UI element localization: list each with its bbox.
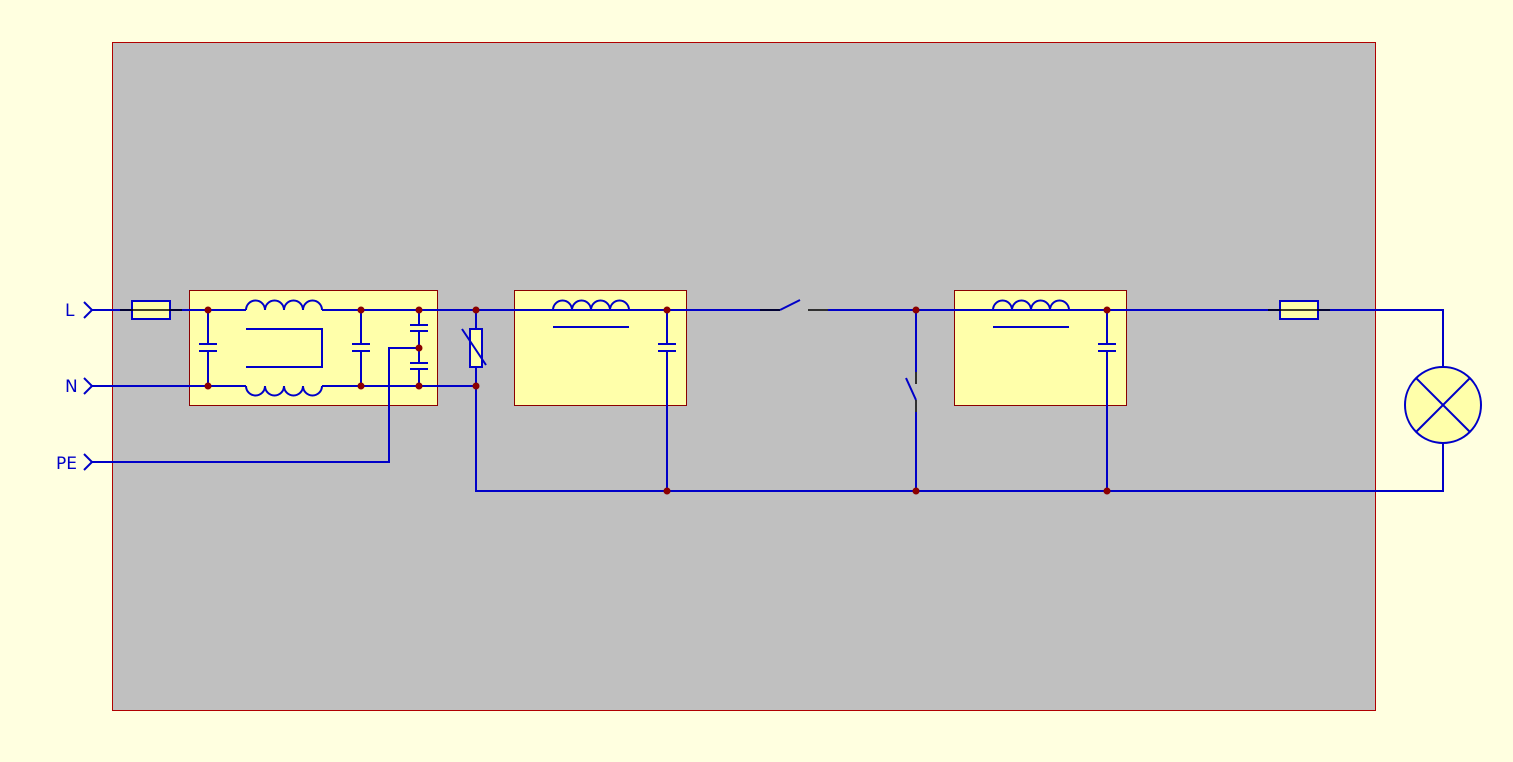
terminal-n-icon: [83, 377, 94, 395]
junction-node: [472, 306, 480, 314]
choke-filter-2-internals: [992, 299, 1116, 491]
choke-core-icon: [246, 328, 323, 368]
junction-node: [415, 382, 423, 390]
junction-node: [415, 306, 423, 314]
terminal-n-label: N: [65, 377, 78, 397]
junction-node: [912, 487, 920, 495]
terminal-pe[interactable]: PE: [56, 453, 94, 474]
junction-node: [204, 306, 212, 314]
junction-node: [472, 382, 480, 390]
x-capacitor-2-icon: [352, 310, 370, 386]
terminal-pe-label: PE: [56, 454, 77, 474]
junction-node: [204, 382, 212, 390]
x-capacitor-icon: [199, 310, 217, 386]
capacitor-icon: [658, 310, 676, 491]
junction-node: [357, 306, 365, 314]
choke-winding-bottom-icon: [245, 385, 323, 397]
choke-filter-1-internals: [552, 299, 676, 491]
terminal-l[interactable]: L: [65, 301, 94, 321]
terminal-l-icon: [83, 301, 94, 319]
choke-winding-top-icon: [245, 299, 323, 311]
junction-nodes: [204, 306, 1111, 495]
lamp-icon[interactable]: [1404, 366, 1482, 444]
terminal-l-label: L: [65, 301, 75, 321]
series-switch-icon[interactable]: [760, 299, 828, 311]
terminal-n[interactable]: N: [65, 377, 94, 397]
junction-node: [912, 306, 920, 314]
junction-node: [1103, 306, 1111, 314]
choke-filter-1-box[interactable]: [514, 290, 687, 406]
junction-node: [1103, 487, 1111, 495]
terminal-pe-icon: [83, 453, 94, 471]
capacitor-2-icon: [1098, 310, 1116, 491]
choke-filter-2-box[interactable]: [954, 290, 1127, 406]
shunt-switch-icon[interactable]: [905, 310, 917, 491]
junction-node: [357, 382, 365, 390]
return-bus-wire: [475, 386, 1444, 492]
junction-node: [415, 344, 423, 352]
emi-filter-internals: [199, 299, 428, 397]
junction-node: [663, 487, 671, 495]
inductor-icon: [552, 299, 630, 311]
inductor-2-icon: [992, 299, 1070, 311]
junction-node: [663, 306, 671, 314]
pe-wire: [92, 347, 419, 463]
